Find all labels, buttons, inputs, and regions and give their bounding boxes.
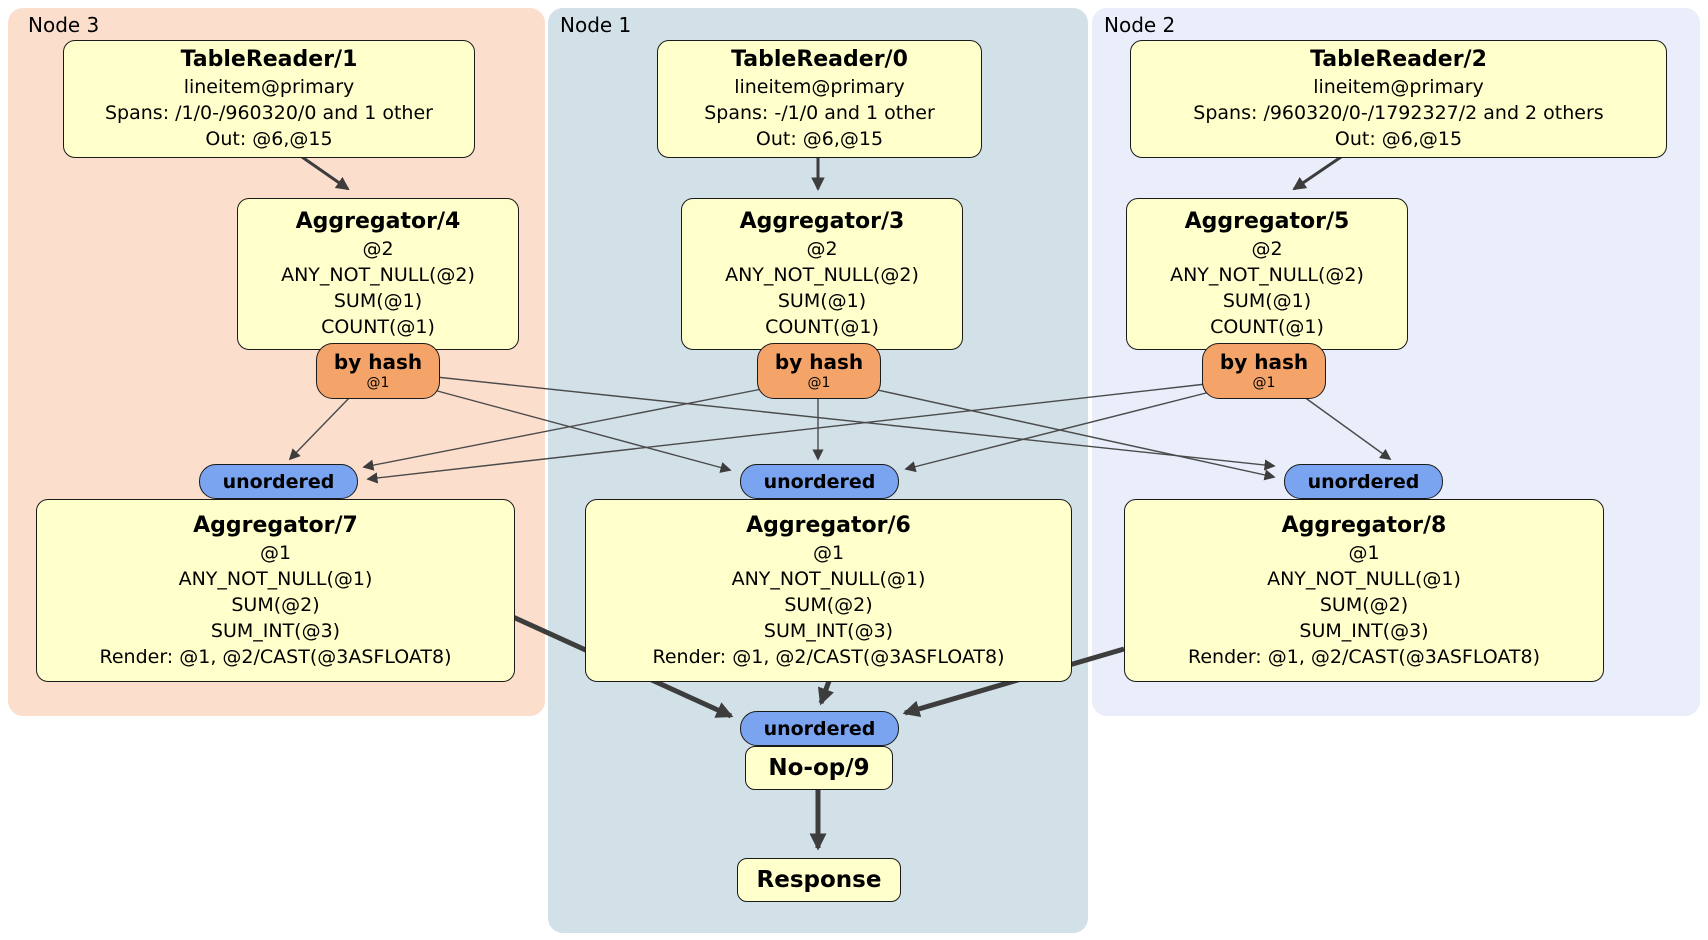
- agg-fn: SUM(@2): [784, 593, 873, 616]
- processor-noop-9: No-op/9: [745, 746, 893, 790]
- agg-fn: COUNT(@1): [1210, 316, 1324, 338]
- edge-byhash5-unordered6: [904, 391, 1211, 473]
- router-by-hash-3: by hash @1: [757, 343, 881, 399]
- agg-fn: SUM_INT(@3): [763, 619, 894, 642]
- processor-aggregator-7: Aggregator/7 @1 ANY_NOT_NULL(@1) SUM(@2)…: [36, 499, 515, 682]
- processor-index: lineitem@primary: [183, 76, 355, 98]
- agg-fn: SUM_INT(@3): [1299, 619, 1429, 642]
- region-label-node-3: Node 3: [28, 13, 100, 37]
- processor-title: TableReader/2: [1310, 47, 1487, 72]
- agg-fn: SUM_INT(@3): [210, 619, 341, 642]
- edge-byhash3-unordered7: [362, 388, 763, 471]
- agg-group-cols: @2: [362, 238, 394, 260]
- agg-group-cols: @1: [1348, 541, 1380, 564]
- processor-title: TableReader/0: [731, 47, 908, 72]
- edge-tablereader1-aggregator4: [301, 155, 350, 191]
- router-label: by hash: [774, 350, 864, 374]
- edge-tablereader2-aggregator5: [1292, 155, 1342, 191]
- processor-title: Aggregator/4: [295, 209, 461, 234]
- processor-tablereader-1: TableReader/1 lineitem@primary Spans: /1…: [63, 40, 475, 158]
- processor-title: Aggregator/6: [746, 512, 911, 538]
- agg-render: Render: @1, @2/CAST(@3ASFLOAT8): [652, 645, 1005, 668]
- agg-group-cols: @2: [806, 238, 838, 260]
- agg-fn: SUM(@1): [777, 290, 867, 312]
- agg-fn: ANY_NOT_NULL(@2): [281, 264, 475, 286]
- processor-title: Aggregator/8: [1281, 512, 1447, 538]
- processor-index: lineitem@primary: [1313, 76, 1484, 98]
- edge-byhash5-unordered8: [1299, 393, 1392, 460]
- agg-render: Render: @1, @2/CAST(@3ASFLOAT8): [1188, 645, 1540, 668]
- agg-render: Render: @1, @2/CAST(@3ASFLOAT8): [99, 645, 452, 668]
- router-label: by hash: [333, 350, 423, 374]
- edge-aggregator6-unordered9: [817, 680, 834, 706]
- processor-out: Out: @6,@15: [205, 128, 333, 150]
- processor-title: Aggregator/7: [193, 512, 358, 538]
- router-key: @1: [1252, 375, 1276, 391]
- router-key: @1: [807, 375, 831, 391]
- agg-group-cols: @2: [1251, 238, 1283, 260]
- agg-fn: COUNT(@1): [321, 316, 435, 338]
- edge-byhash5-unordered7: [366, 383, 1207, 484]
- agg-fn: SUM(@1): [333, 290, 423, 312]
- agg-fn: SUM(@2): [1319, 593, 1409, 616]
- agg-fn: ANY_NOT_NULL(@1): [178, 567, 373, 590]
- router-by-hash-4: by hash @1: [316, 343, 440, 399]
- processor-aggregator-5: Aggregator/5 @2 ANY_NOT_NULL(@2) SUM(@1)…: [1126, 198, 1408, 350]
- processor-aggregator-8: Aggregator/8 @1 ANY_NOT_NULL(@1) SUM(@2)…: [1124, 499, 1604, 682]
- processor-tablereader-2: TableReader/2 lineitem@primary Spans: /9…: [1130, 40, 1667, 158]
- sync-unordered-8: unordered: [1284, 464, 1443, 499]
- router-label: by hash: [1219, 350, 1309, 374]
- agg-fn: SUM(@2): [231, 593, 320, 616]
- processor-title: TableReader/1: [180, 47, 358, 72]
- agg-fn: COUNT(@1): [765, 316, 879, 338]
- region-label-node-2: Node 2: [1104, 13, 1176, 37]
- sync-unordered-9: unordered: [740, 711, 899, 746]
- edge-byhash3-unordered8: [872, 388, 1276, 481]
- sync-unordered-6: unordered: [740, 464, 899, 499]
- agg-fn: ANY_NOT_NULL(@2): [725, 264, 919, 286]
- agg-group-cols: @1: [812, 541, 845, 564]
- processor-aggregator-6: Aggregator/6 @1 ANY_NOT_NULL(@1) SUM(@2)…: [585, 499, 1072, 682]
- edge-byhash4-unordered6: [429, 388, 732, 473]
- agg-group-cols: @1: [259, 541, 292, 564]
- processor-index: lineitem@primary: [734, 76, 905, 98]
- edge-byhash4-unordered7: [288, 394, 353, 461]
- processor-spans: Spans: -/1/0 and 1 other: [704, 102, 935, 124]
- processor-aggregator-3: Aggregator/3 @2 ANY_NOT_NULL(@2) SUM(@1)…: [681, 198, 963, 350]
- processor-spans: Spans: /960320/0-/1792327/2 and 2 others: [1193, 102, 1604, 124]
- agg-fn: ANY_NOT_NULL(@1): [731, 567, 926, 590]
- processor-tablereader-0: TableReader/0 lineitem@primary Spans: -/…: [657, 40, 982, 158]
- sync-unordered-7: unordered: [199, 464, 358, 499]
- edge-byhash4-unordered8: [435, 376, 1276, 471]
- agg-fn: ANY_NOT_NULL(@1): [1267, 567, 1461, 590]
- processor-title: Aggregator/3: [739, 209, 905, 234]
- region-label-node-1: Node 1: [560, 13, 632, 37]
- processor-out: Out: @6,@15: [755, 128, 884, 150]
- agg-fn: ANY_NOT_NULL(@2): [1170, 264, 1364, 286]
- agg-fn: SUM(@1): [1222, 290, 1312, 312]
- processor-title: Aggregator/5: [1184, 209, 1350, 234]
- router-by-hash-5: by hash @1: [1202, 343, 1326, 399]
- processor-spans: Spans: /1/0-/960320/0 and 1 other: [105, 102, 433, 124]
- processor-response: Response: [737, 858, 901, 902]
- processor-out: Out: @6,@15: [1334, 128, 1463, 150]
- router-key: @1: [366, 375, 390, 391]
- processor-aggregator-4: Aggregator/4 @2 ANY_NOT_NULL(@2) SUM(@1)…: [237, 198, 519, 350]
